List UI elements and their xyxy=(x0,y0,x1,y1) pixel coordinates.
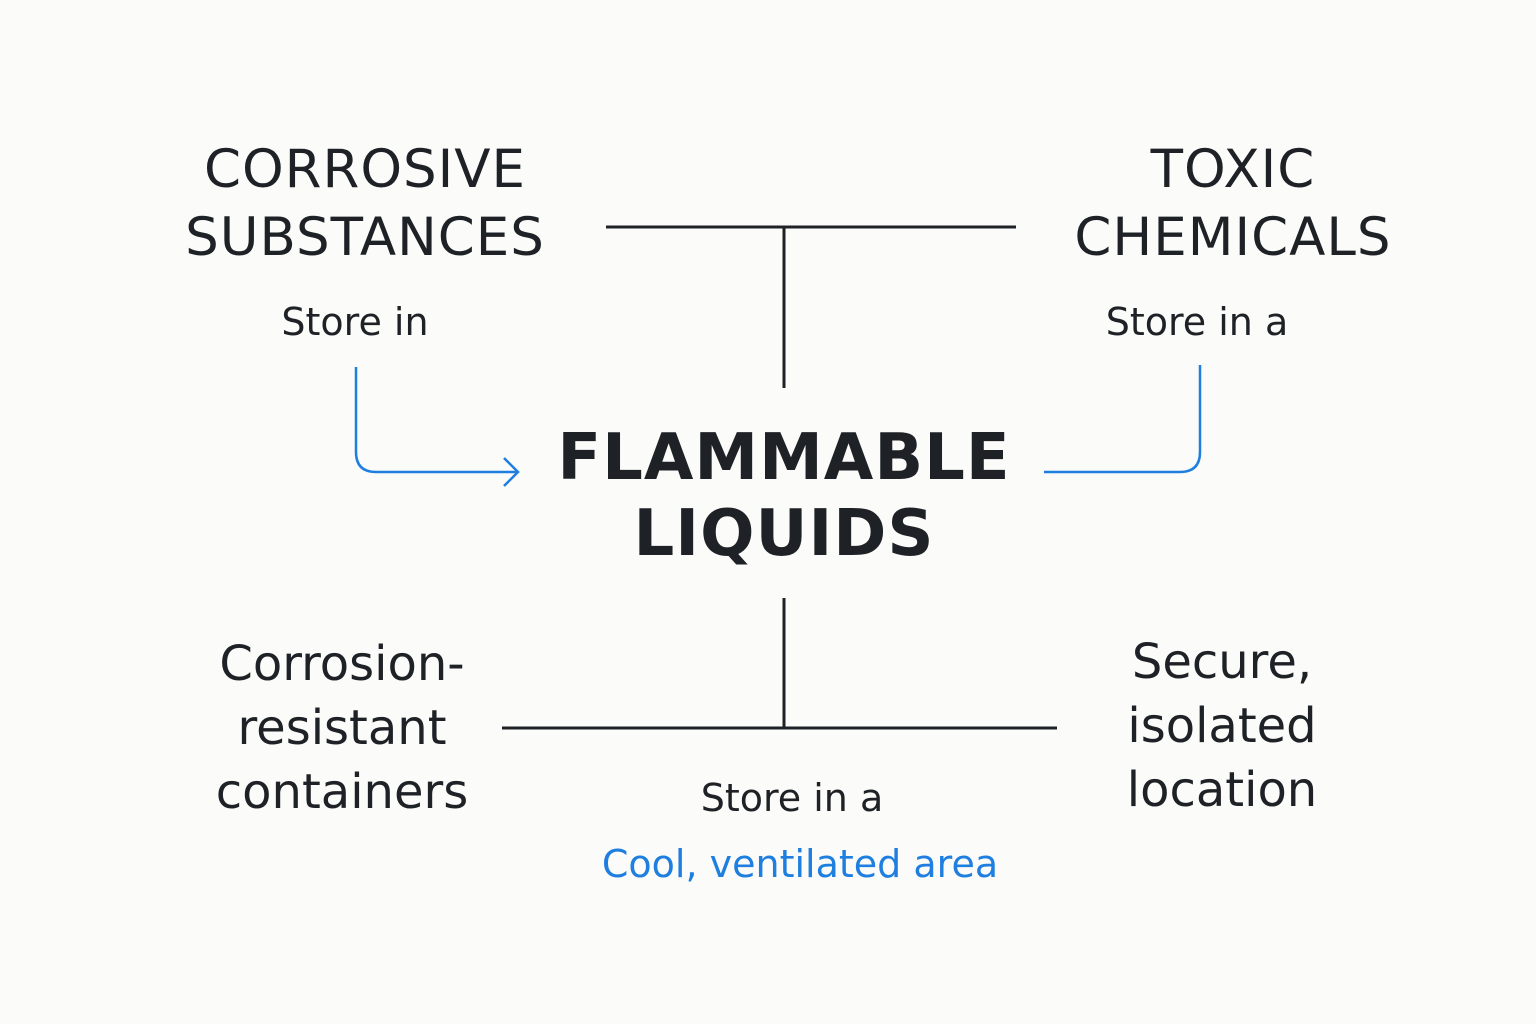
corrosive-storage-line2: resistant xyxy=(237,700,447,756)
corrosive-title-line2: SUBSTANCES xyxy=(185,207,545,268)
arrowhead-icon xyxy=(503,457,520,487)
corrosive-storage-line3: containers xyxy=(215,764,469,820)
corrosive-storage: Corrosion- resistant containers xyxy=(216,632,468,824)
corrosive-title-line1: CORROSIVE xyxy=(203,139,527,200)
toxic-storage-line3: location xyxy=(1126,762,1318,818)
toxic-storage-line2: isolated xyxy=(1127,698,1317,754)
corrosive-store-label: Store in xyxy=(281,300,429,344)
left-arrow xyxy=(354,367,516,474)
right-connector xyxy=(1044,365,1202,474)
flammable-title-line1: FLAMMABLE xyxy=(557,421,1011,495)
flammable-title: FLAMMABLE LIQUIDS xyxy=(557,420,1010,572)
corrosive-storage-line1: Corrosion- xyxy=(219,636,465,692)
flammable-store-label: Store in a xyxy=(700,776,884,820)
flammable-storage: Cool, ventilated area xyxy=(601,842,999,886)
flammable-title-line2: LIQUIDS xyxy=(633,497,935,571)
toxic-title-line1: TOXIC xyxy=(1150,139,1316,200)
toxic-storage-line1: Secure, xyxy=(1131,634,1313,690)
toxic-store-label: Store in a xyxy=(1105,300,1289,344)
toxic-title-line2: CHEMICALS xyxy=(1074,207,1392,268)
toxic-storage: Secure, isolated location xyxy=(1127,630,1317,822)
corrosive-title: CORROSIVE SUBSTANCES xyxy=(185,136,545,272)
toxic-title: TOXIC CHEMICALS xyxy=(1074,136,1391,272)
